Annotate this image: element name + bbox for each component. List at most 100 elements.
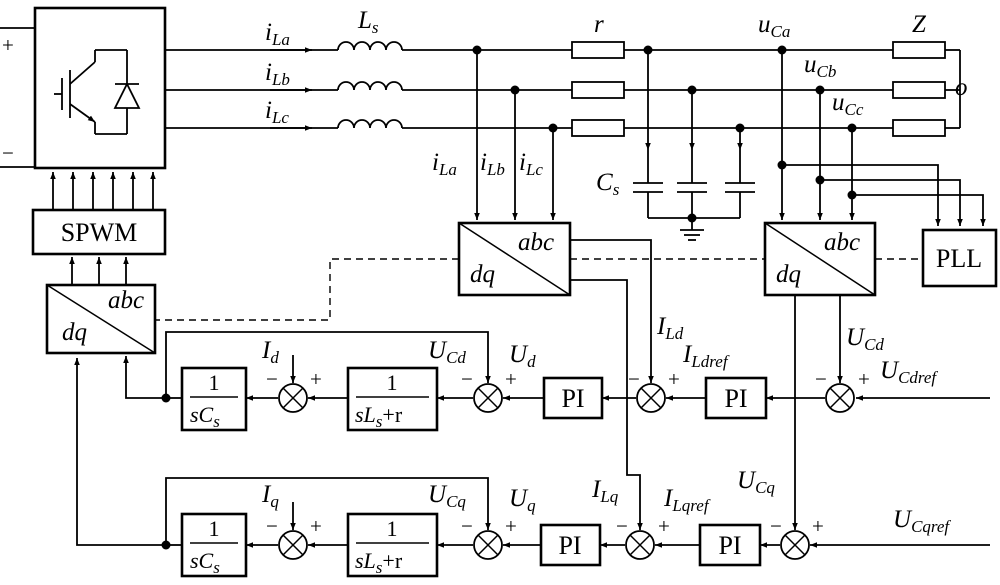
label-Uq: Uq [509, 485, 536, 515]
inv-park-abc-label: abc [108, 287, 144, 314]
label-ILq: ILq [591, 476, 619, 506]
q-pi-current: PI [539, 523, 602, 567]
voltage-park-block: dq abc [763, 221, 877, 297]
svg-text:−: − [815, 367, 827, 391]
svg-text:−: − [770, 514, 782, 538]
svg-text:sCs: sCs [190, 402, 220, 431]
svg-text:−: − [266, 367, 278, 391]
svg-text:1: 1 [387, 370, 398, 395]
sum-d-voltage [825, 383, 855, 413]
svg-text:−: − [616, 514, 628, 538]
svg-text:1: 1 [387, 516, 398, 541]
label-iLa-meas: iLa [432, 149, 457, 179]
svg-text:+: + [310, 514, 322, 538]
inverter-bridge [33, 6, 167, 170]
sum-d-current [636, 383, 666, 413]
modulation-arrows [69, 257, 129, 285]
svg-text:+: + [658, 514, 670, 538]
label-Iq: Iq [261, 481, 279, 511]
sum-q-voltage [780, 530, 810, 560]
voltage-taps [777, 45, 986, 226]
label-ILd: ILd [656, 313, 684, 343]
svg-text:−: − [461, 514, 473, 538]
svg-text:+: + [505, 367, 517, 391]
dc-plus-label: + [2, 33, 14, 57]
pll-label: PLL [936, 244, 982, 273]
label-o: o [955, 74, 968, 101]
current-park-block: dq abc [457, 221, 572, 297]
label-UCdref: UCdref [880, 357, 938, 387]
svg-text:+: + [858, 367, 870, 391]
label-Ud: Ud [509, 341, 536, 371]
q-pi-voltage: PI [698, 523, 762, 567]
q-capacitor-plant: 1 sCs [180, 512, 248, 578]
svg-text:PI: PI [724, 384, 747, 413]
pll-block: PLL [921, 228, 998, 288]
d-capacitor-plant: 1 sCs [180, 366, 248, 432]
svg-text:+: + [310, 367, 322, 391]
sum-q-uq [473, 530, 503, 560]
svg-text:1: 1 [209, 370, 220, 395]
spwm-block: SPWM [31, 208, 167, 256]
sum-q-iq [278, 530, 308, 560]
label-uCa: uCa [758, 11, 790, 41]
label-iLc: iLc [265, 97, 289, 127]
label-iLa: iLa [265, 19, 290, 49]
svg-text:−: − [266, 514, 278, 538]
d-inductor-plant: 1 sLs+r [346, 366, 439, 432]
label-Z: Z [912, 11, 927, 38]
label-UCd: UCd [428, 337, 466, 367]
voltage-park-abc-label: abc [824, 229, 860, 256]
diode-icon [113, 81, 141, 109]
label-iLc-meas: iLc [519, 149, 543, 179]
svg-text:−: − [461, 367, 473, 391]
inv-park-dq-label: dq [62, 319, 87, 346]
gate-signal-arrows [50, 172, 156, 210]
label-iLb: iLb [265, 59, 290, 89]
svg-text:sLs+r: sLs+r [355, 402, 403, 431]
d-pi-current: PI [542, 376, 604, 420]
label-UCq-meas: UCq [737, 467, 775, 497]
svg-text:−: − [628, 367, 640, 391]
sum-d-id [278, 383, 308, 413]
d-axis-labels: ILd ILdref UCd UCdref UCd Ud Id [261, 313, 938, 387]
label-uCb: uCb [804, 51, 836, 81]
power-circuit-labels: iLa iLb iLc Ls r Z o uCa uCb uCc Cs iLa … [265, 7, 968, 199]
label-iLb-meas: iLb [480, 149, 505, 179]
summing-junctions [278, 383, 855, 560]
sign-labels: − + − + − + − + − + − + − + − + [266, 367, 870, 538]
svg-text:PI: PI [561, 384, 584, 413]
svg-text:1: 1 [209, 516, 220, 541]
q-axis-loop [74, 279, 990, 550]
dc-minus-label: − [2, 141, 14, 165]
voltage-park-dq-label: dq [776, 261, 801, 288]
label-UCqref: UCqref [893, 506, 951, 536]
label-UCd-meas: UCd [846, 324, 884, 354]
svg-text:+: + [668, 367, 680, 391]
dc-bus: + − [0, 27, 35, 168]
inverse-park-block: dq abc [45, 283, 157, 355]
label-uCc: uCc [832, 89, 864, 119]
q-inductor-plant: 1 sLs+r [346, 512, 439, 578]
q-axis-labels: ILq ILqref UCq UCqref UCq Uq Iq [261, 467, 951, 536]
svg-text:+: + [505, 514, 517, 538]
current-taps [472, 45, 558, 220]
d-pi-voltage: PI [704, 376, 768, 420]
label-Id: Id [261, 337, 279, 367]
svg-text:+: + [812, 514, 824, 538]
label-r: r [594, 11, 604, 38]
label-Ls: Ls [357, 7, 379, 37]
label-ILqref: ILqref [663, 485, 711, 515]
current-park-dq-label: dq [470, 261, 495, 288]
label-UCq: UCq [428, 481, 466, 511]
current-park-abc-label: abc [518, 229, 554, 256]
svg-text:sLs+r: sLs+r [355, 548, 403, 577]
phase-lines [165, 41, 961, 137]
sum-q-current [625, 530, 655, 560]
label-ILdref: ILdref [682, 341, 730, 371]
svg-text:sCs: sCs [190, 548, 220, 577]
phase-angle-lines [155, 258, 923, 321]
svg-text:PI: PI [718, 531, 741, 560]
